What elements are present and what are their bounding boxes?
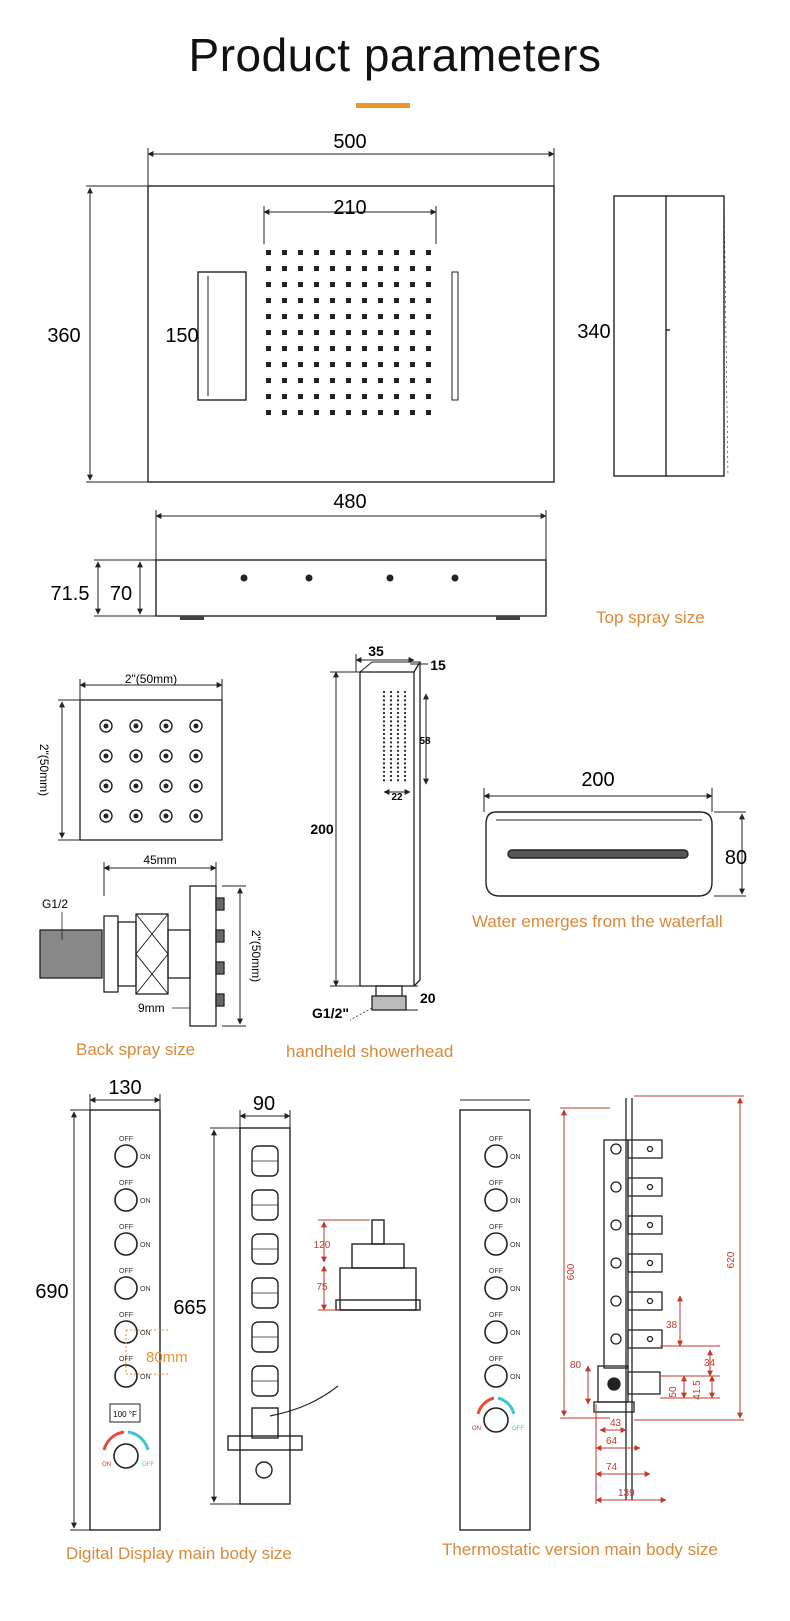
thermo-dim-43: 43 [610,1418,622,1429]
switch-on-label: ON [140,1286,151,1293]
back-spray-depth-label: 45mm [143,853,176,867]
page-title: Product parameters [188,29,602,81]
digital-switch-labels: OFF ON OFF ON OFF ON OFF ON OFF ON OFF ON [119,1136,151,1381]
thermostatic-panel-caption: Thermostatic version main body size [442,1540,718,1559]
thermo-dim-620: 620 [726,1251,737,1268]
back-spray-caption: Back spray size [76,1040,196,1059]
switch-off-label: OFF [489,1356,503,1363]
valve-cartridges [251,1145,279,1397]
switch-on-label: ON [140,1374,151,1381]
thermo-thermo-on-label: ON [472,1426,481,1432]
back-spray-face-width-label: 2"(50mm) [125,672,177,686]
switch-on-label: ON [140,1242,151,1249]
top-spray-drawing [86,148,729,620]
back-spray-drawing [39,679,246,1027]
switch-off-label: OFF [119,1224,133,1231]
top-spray-outer-thickness-label: 71.5 [51,583,90,605]
thermo-dim-50: 50 [668,1386,679,1398]
handheld-depth-label: 15 [430,657,446,673]
valve-width-label: 90 [253,1093,275,1115]
top-spray-height-label: 360 [47,325,80,347]
thermo-dim-139: 139 [618,1488,635,1499]
switch-off-label: OFF [489,1268,503,1275]
switch-off-label: OFF [489,1224,503,1231]
valve-height-label: 665 [173,1297,206,1319]
handheld-length-label: 200 [310,821,334,837]
digital-thermo-off-label: OFF [142,1462,154,1468]
back-spray-nozzles [99,719,203,823]
switch-on-label: ON [510,1154,521,1161]
waterfall-caption: Water emerges from the waterfall [472,912,723,931]
switch-on-label: ON [510,1198,521,1205]
switch-on-label: ON [140,1330,151,1337]
cartridge-dimension-lines [318,1219,370,1311]
switch-on-label: ON [510,1286,521,1293]
handheld-width-label: 35 [368,643,384,659]
digital-display-readout: 100 °F [113,1410,137,1419]
top-spray-side-height-label: 340 [577,321,610,343]
top-spray-nozzle-grid [266,250,431,415]
switch-on-label: ON [510,1242,521,1249]
digital-panel-drawing [70,1094,421,1531]
handheld-drawing [330,654,429,1021]
back-spray-side-height-label: 2"(50mm) [249,930,263,982]
thermo-dim-64: 64 [606,1436,618,1447]
thermo-dim-38: 38 [666,1320,678,1331]
title-underline [356,103,410,108]
switch-on-label: ON [140,1198,151,1205]
thermo-dim-600: 600 [566,1263,577,1280]
digital-panel-caption: Digital Display main body size [66,1544,292,1563]
waterfall-drawing [483,788,746,897]
back-spray-face-height-label: 2"(50mm) [37,744,51,796]
thermo-thermo-off-label: OFF [512,1426,524,1432]
cartridge-top-label: 120 [314,1240,331,1251]
digital-panel-spacing-label: 80mm [146,1349,188,1366]
switch-off-label: OFF [489,1136,503,1143]
back-spray-thread-label: G1/2 [42,897,68,911]
thermostatic-dimension-lines [560,1095,744,1504]
thermostatic-panel-knobs [484,1144,508,1388]
top-spray-bottom-width-label: 480 [333,491,366,513]
switch-off-label: OFF [489,1312,503,1319]
switch-off-label: OFF [119,1312,133,1319]
back-spray-flange-label: 9mm [138,1001,165,1015]
switch-off-label: OFF [119,1180,133,1187]
cartridge-mid-label: 75 [316,1282,328,1293]
waterfall-width-label: 200 [581,769,614,791]
top-spray-thickness-label: 70 [110,583,132,605]
switch-off-label: OFF [119,1356,133,1363]
thermo-dim-41-5: 41.5 [692,1380,703,1400]
switch-on-label: ON [140,1154,151,1161]
digital-panel-width-label: 130 [108,1077,141,1099]
thermostatic-panel-drawing [459,1099,531,1531]
thermo-dim-80: 80 [570,1360,582,1371]
thermostatic-valve-drawing [593,1098,663,1500]
handheld-spray-holes [382,690,407,782]
digital-panel-height-label: 690 [35,1281,68,1303]
thermo-dim-74: 74 [606,1462,618,1473]
switch-on-label: ON [510,1330,521,1337]
handheld-spray-length-label: 58 [419,736,431,747]
top-spray-waterfall-label: 150 [165,325,198,347]
waterfall-height-label: 80 [725,847,747,869]
switch-off-label: OFF [119,1268,133,1275]
top-spray-width-label: 500 [333,131,366,153]
top-spray-inner-width-label: 210 [333,197,366,219]
switch-off-label: OFF [119,1136,133,1143]
switch-on-label: ON [510,1374,521,1381]
handheld-thread-label: G1/2" [312,1005,349,1021]
handheld-spray-width-label: 22 [391,792,403,803]
thermostatic-dimension-labels: 600 620 38 34 80 50 41.5 43 64 74 139 [566,1251,737,1499]
thermo-dim-34: 34 [704,1358,716,1369]
handheld-connector-label: 20 [420,990,436,1006]
switch-off-label: OFF [489,1180,503,1187]
handheld-caption: handheld showerhead [286,1042,454,1061]
top-spray-caption: Top spray size [596,608,705,627]
digital-thermo-on-label: ON [102,1462,111,1468]
thermostatic-outlets [610,1139,663,1349]
thermostatic-switch-labels: OFF ON OFF ON OFF ON OFF ON OFF ON OFF ON [489,1136,521,1381]
